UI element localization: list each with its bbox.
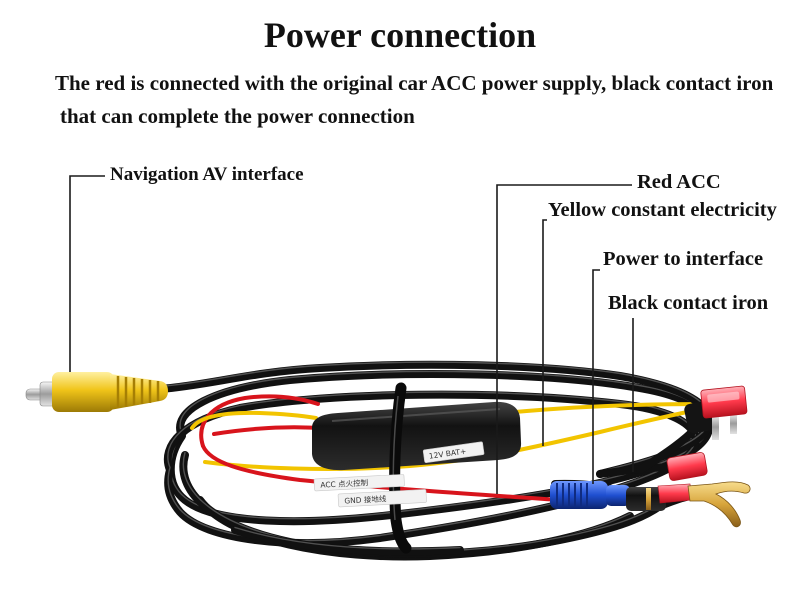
- red-wire-inner: [212, 425, 318, 436]
- blue-connector-body: [550, 481, 608, 509]
- tag-background: [422, 441, 485, 463]
- yellow-wire-upper: [190, 410, 318, 430]
- zip-tie-highlight: [392, 395, 399, 521]
- cable-tag-ground: GND 接地线: [337, 489, 427, 508]
- dc-plug-ring: [646, 488, 651, 510]
- spade-sleeve: [657, 483, 693, 504]
- callout-red-acc: Red ACC: [637, 171, 721, 193]
- blue-connector-tip: [606, 485, 630, 506]
- tag-text-ground: GND 接地线: [344, 493, 387, 505]
- callout-yellow-constant-electricity: Yellow constant electricity: [548, 199, 777, 221]
- zip-tie-band: [389, 382, 412, 554]
- fuse-blade: [730, 413, 737, 434]
- page-title: Power connection: [263, 15, 537, 55]
- heat-shrink-tube: [312, 401, 522, 471]
- leader-line-yellow: [542, 219, 547, 446]
- description-line: that can complete the power connection: [60, 104, 415, 128]
- cable-tag-battery: 12V BAT+: [422, 441, 485, 463]
- spade-terminal: [657, 481, 751, 528]
- leader-line-navigation: [69, 175, 105, 372]
- cable-tag-acc: ACC 点火控制: [313, 474, 405, 492]
- leader-line-red-acc: [496, 184, 632, 494]
- callout-navigation-av-interface: Navigation AV interface: [110, 164, 304, 185]
- blue-connector: [550, 481, 630, 509]
- description-line: The red is connected with the original c…: [55, 71, 774, 95]
- yellow-wire-right: [513, 402, 707, 414]
- spade-fork: [687, 481, 751, 528]
- leader-lines: [69, 175, 634, 494]
- fuse-holder-top: [684, 385, 748, 440]
- leader-line-power: [592, 269, 600, 484]
- fuse-holder-bottom: [666, 452, 708, 481]
- callout-power-to-interface: Power to interface: [603, 248, 764, 270]
- tag-background: [337, 489, 427, 508]
- red-wire-loop: [199, 394, 320, 448]
- fuse-top: [700, 385, 748, 419]
- zip-tie: [389, 382, 412, 554]
- rca-body: [52, 372, 114, 412]
- rca-strain-relief: [110, 374, 168, 410]
- tag-text-acc: ACC 点火控制: [320, 477, 368, 489]
- tag-background: [313, 474, 405, 492]
- dc-plug: [626, 487, 666, 511]
- heat-shrink-body: [312, 401, 522, 471]
- callout-black-contact-iron: Black contact iron: [608, 292, 769, 314]
- fuse-bottom: [666, 452, 708, 481]
- fuse-window: [707, 391, 740, 403]
- rca-plug: [25, 372, 168, 412]
- heat-shrink-highlight: [331, 408, 501, 422]
- fuse-blade: [712, 414, 719, 440]
